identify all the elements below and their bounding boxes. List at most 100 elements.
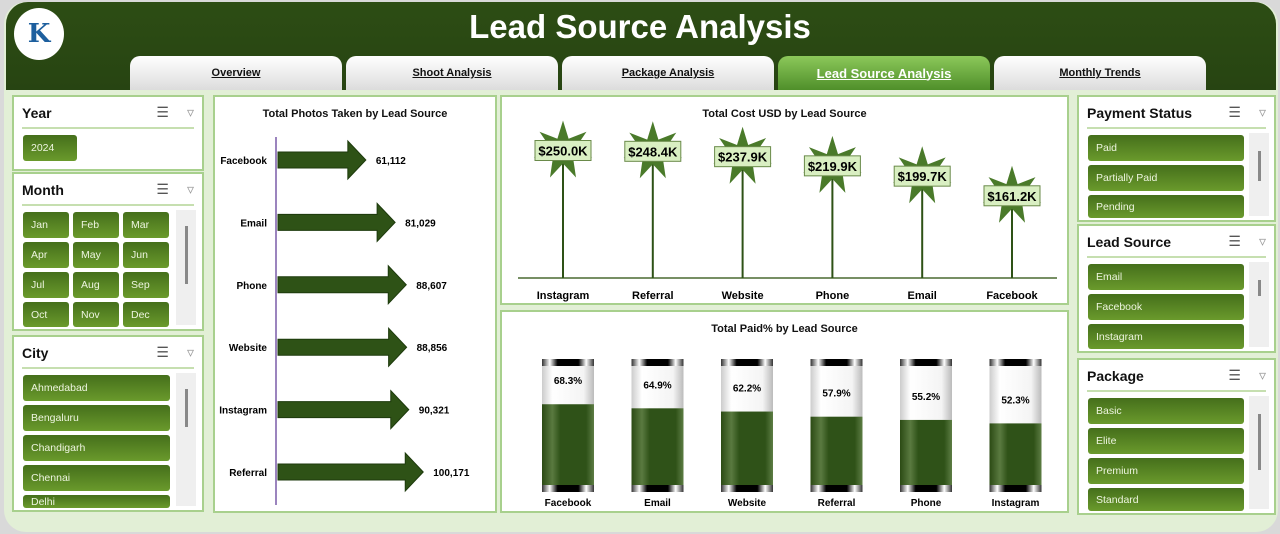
slicer-item-instagram[interactable]: Instagram: [1088, 324, 1244, 349]
multi-select-icon[interactable]: ☰: [156, 344, 169, 360]
slicer-item-paid[interactable]: Paid: [1088, 135, 1244, 161]
multi-select-icon[interactable]: ☰: [1228, 367, 1241, 383]
slicer-item-may[interactable]: May: [73, 242, 119, 268]
tab-overview[interactable]: Overview: [130, 56, 342, 90]
category-label: Phone: [911, 498, 942, 509]
bar: [542, 404, 594, 486]
slicer-item-jul[interactable]: Jul: [23, 272, 69, 298]
label-box: [893, 165, 951, 187]
chart-paid-panel: Total Paid% by Lead Source 68.3%Facebook…: [500, 310, 1069, 513]
cylinder-cap: [542, 485, 594, 492]
data-label: $161.2K: [987, 189, 1037, 204]
clear-filter-icon[interactable]: ▿: [186, 104, 194, 120]
slicer-item-basic[interactable]: Basic: [1088, 398, 1244, 424]
data-label: 68.3%: [554, 376, 582, 387]
data-label: 57.9%: [822, 389, 850, 400]
slicer-item-oct[interactable]: Oct: [23, 302, 69, 327]
category-label: Facebook: [545, 498, 592, 509]
slicer-item-jun[interactable]: Jun: [123, 242, 169, 268]
multi-select-icon[interactable]: ☰: [1228, 233, 1241, 249]
scrollbar[interactable]: [1249, 396, 1269, 509]
clear-filter-icon[interactable]: ▿: [186, 344, 194, 360]
label-box: [534, 140, 592, 161]
category-label: Facebook: [986, 290, 1038, 302]
data-label: 62.2%: [733, 384, 761, 395]
bar: [631, 408, 684, 486]
category-label: Instagram: [992, 498, 1040, 509]
tab-package-analysis[interactable]: Package Analysis: [562, 56, 774, 90]
tab-shoot-analysis[interactable]: Shoot Analysis: [346, 56, 558, 90]
slicer-item-chennai[interactable]: Chennai: [23, 465, 170, 491]
category-label: Referral: [632, 290, 674, 302]
slicer-year: Year ☰ ▿ 2024: [12, 95, 204, 171]
scrollbar[interactable]: [1249, 262, 1269, 347]
category-label: Email: [644, 498, 671, 509]
slicer-item-elite[interactable]: Elite: [1088, 428, 1244, 454]
slicer-item-partially-paid[interactable]: Partially Paid: [1088, 165, 1244, 191]
slicer-item-dec[interactable]: Dec: [123, 302, 169, 327]
slicer-item-ahmedabad[interactable]: Ahmedabad: [23, 375, 170, 401]
slicer-item-facebook[interactable]: Facebook: [1088, 294, 1244, 320]
clear-filter-icon[interactable]: ▿: [1258, 367, 1266, 383]
slicer-title: Month: [22, 182, 64, 198]
data-label: $199.7K: [898, 169, 948, 184]
slicer-header: Year ☰ ▿: [22, 103, 194, 129]
slicer-item-standard[interactable]: Standard: [1088, 488, 1244, 511]
data-label: 88,856: [417, 343, 448, 354]
clear-filter-icon[interactable]: ▿: [1258, 104, 1266, 120]
bar-arrow: [277, 451, 424, 493]
cost-chart: $250.0KInstagram$248.4KReferral$237.9KWe…: [518, 120, 1057, 302]
data-label: 88,607: [416, 281, 447, 292]
slicer-title: Payment Status: [1087, 105, 1193, 121]
data-label: 81,029: [405, 218, 436, 229]
multi-select-icon[interactable]: ☰: [156, 181, 169, 197]
slicer-item-aug[interactable]: Aug: [73, 272, 119, 298]
scrollbar[interactable]: [176, 210, 196, 325]
tab-lead-source-analysis[interactable]: Lead Source Analysis: [778, 56, 990, 90]
category-label: Facebook: [220, 156, 267, 167]
category-label: Website: [229, 343, 268, 354]
slicer-item-email[interactable]: Email: [1088, 264, 1244, 290]
slicer-item-premium[interactable]: Premium: [1088, 458, 1244, 484]
slicer-item-chandigarh[interactable]: Chandigarh: [23, 435, 170, 461]
slicer-item-2024[interactable]: 2024: [23, 135, 77, 161]
slicer-item-feb[interactable]: Feb: [73, 212, 119, 238]
label-box: [983, 185, 1041, 207]
category-label: Referral: [818, 498, 856, 509]
slicer-item-sep[interactable]: Sep: [123, 272, 169, 298]
cylinder-cap: [900, 359, 952, 366]
slicer-item-jan[interactable]: Jan: [23, 212, 69, 238]
slicer-header: Payment Status ☰ ▿: [1087, 103, 1266, 129]
category-label: Referral: [229, 468, 267, 479]
tab-monthly-trends[interactable]: Monthly Trends: [994, 56, 1206, 90]
scrollbar[interactable]: [176, 373, 196, 506]
data-label: $250.0K: [538, 144, 588, 159]
slicer-item-nov[interactable]: Nov: [73, 302, 119, 327]
scrollbar[interactable]: [1249, 133, 1269, 216]
slicer-title: Year: [22, 105, 52, 121]
clear-filter-icon[interactable]: ▿: [186, 181, 194, 197]
clear-filter-icon[interactable]: ▿: [1258, 233, 1266, 249]
slicer-header: Lead Source ☰ ▿: [1087, 232, 1266, 258]
multi-select-icon[interactable]: ☰: [1228, 104, 1241, 120]
cylinder-cap: [810, 485, 863, 492]
label-box: [803, 155, 861, 177]
slicer-item-pending[interactable]: Pending: [1088, 195, 1244, 218]
slicer-item-apr[interactable]: Apr: [23, 242, 69, 268]
slicer-item-mar[interactable]: Mar: [123, 212, 169, 238]
page-title: Lead Source Analysis: [469, 8, 811, 45]
data-label: $237.9K: [718, 150, 768, 165]
multi-select-icon[interactable]: ☰: [156, 104, 169, 120]
logo: K: [14, 8, 64, 60]
category-label: Phone: [236, 281, 267, 292]
cylinder-cap: [989, 485, 1042, 492]
slicer-item-bengaluru[interactable]: Bengaluru: [23, 405, 170, 431]
slicer-title: City: [22, 345, 49, 361]
slicer-title: Lead Source: [1087, 234, 1172, 250]
slicer-item-delhi[interactable]: Delhi: [23, 495, 170, 508]
bar: [989, 423, 1042, 486]
